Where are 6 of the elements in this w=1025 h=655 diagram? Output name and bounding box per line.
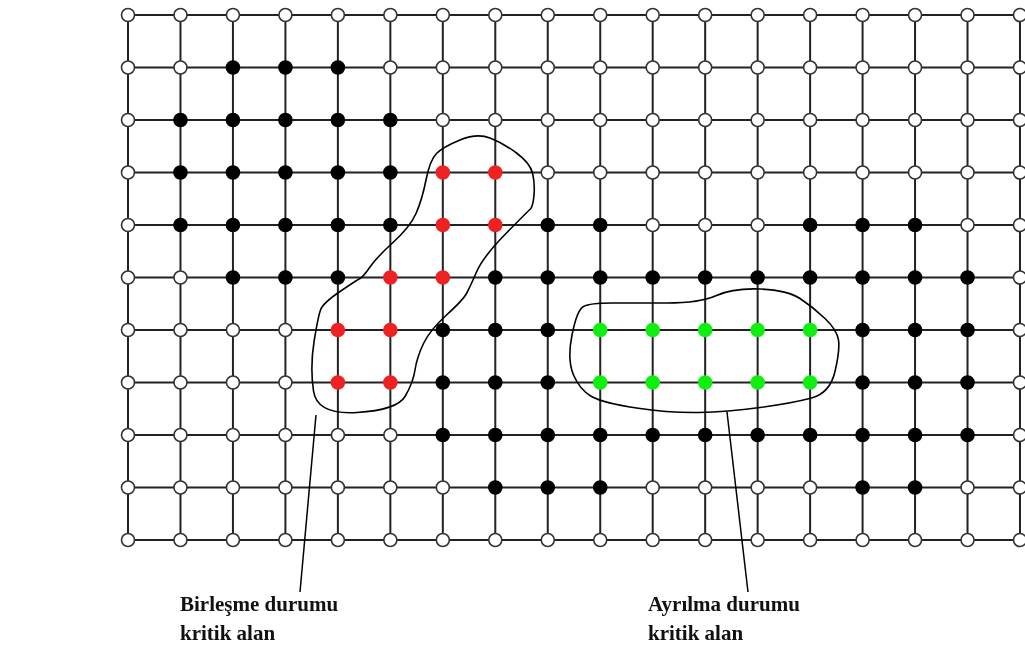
leader-line (299, 414, 317, 593)
area-caption: Ayrılma durumu kritik alan (648, 590, 848, 648)
critical-area-outline (569, 288, 840, 414)
leader-line (726, 411, 749, 593)
area-caption: Birleşme durumu kritik alan (180, 590, 380, 648)
critical-area-outline (311, 135, 536, 414)
